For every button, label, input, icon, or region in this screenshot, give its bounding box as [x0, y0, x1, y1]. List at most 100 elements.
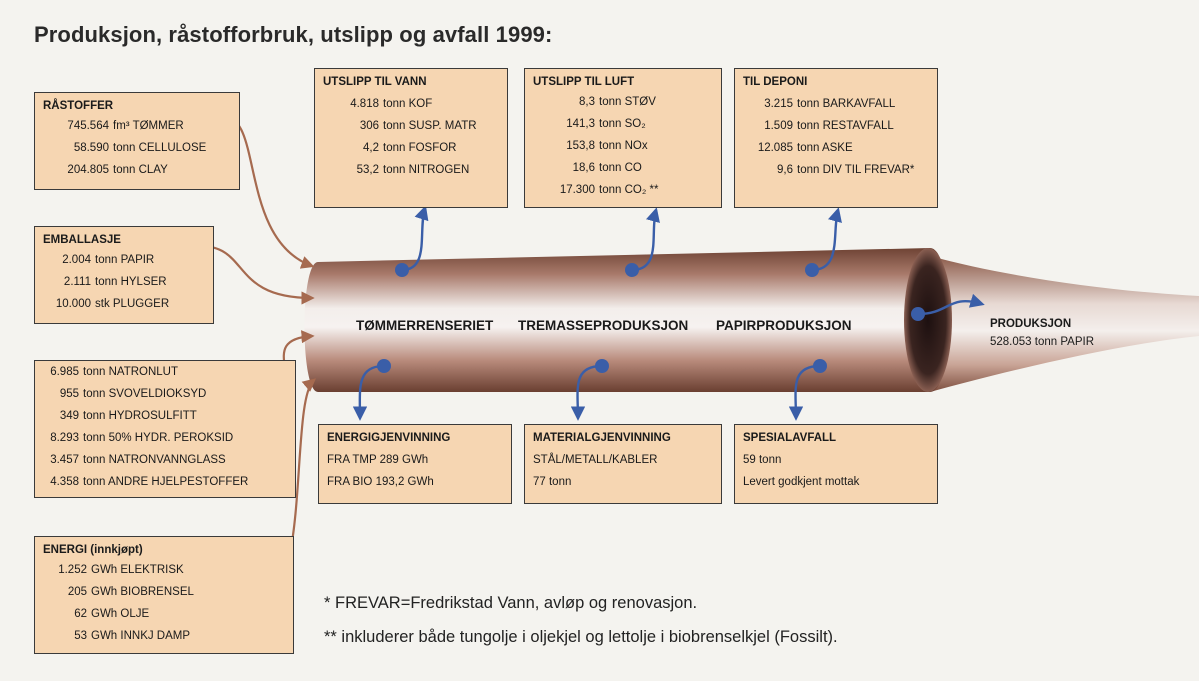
row-value: 349 [59, 410, 79, 422]
list-item: 1.252 GWh ELEKTRISK [35, 559, 289, 581]
row-label: GWh ELEKTRISK [91, 564, 184, 576]
output-dot-energigjenvinning [377, 359, 391, 373]
row-value: 2.004 [62, 254, 91, 266]
list-item: 955 tonn SVOVELDIOKSYD [35, 383, 291, 405]
row-label: tonn NATRONLUT [83, 366, 179, 378]
row-label: tonn CLAY [113, 164, 168, 176]
box-utslipp-vann: UTSLIPP TIL VANN 4.818 tonn KOF 306 tonn… [314, 68, 508, 208]
list-item: STÅL/METALL/KABLER [533, 454, 658, 466]
row-value: 8,3 [579, 96, 595, 108]
row-label: tonn HYDROSULFITT [83, 410, 197, 422]
list-item: 153,8 tonn NOx [525, 135, 719, 157]
row-value: 141,3 [566, 118, 595, 130]
list-item: 3.457 tonn NATRONVANNGLASS [35, 449, 291, 471]
list-item: 349 tonn HYDROSULFITT [35, 405, 291, 427]
row-value: 53,2 [356, 164, 379, 176]
row-value: 745.564 [67, 120, 109, 132]
row-value: 17.300 [559, 184, 595, 196]
box-energi: ENERGI (innkjøpt) 1.252 GWh ELEKTRISK 20… [34, 536, 294, 654]
row-label: tonn CO₂ ** [599, 184, 659, 196]
list-item: 205 GWh BIOBRENSEL [35, 581, 289, 603]
box-spesialavfall-header: SPESIALAVFALL [743, 432, 837, 444]
row-label: GWh OLJE [91, 608, 150, 620]
box-materialgjenvinning-header: MATERIALGJENVINNING [533, 432, 671, 444]
list-item: 18,6 tonn CO [525, 157, 719, 179]
row-label: GWh INNKJ DAMP [91, 630, 191, 642]
list-item: FRA BIO 193,2 GWh [327, 476, 434, 488]
row-label: tonn SO₂ [599, 118, 646, 130]
box-materialgjenvinning: MATERIALGJENVINNING STÅL/METALL/KABLER 7… [524, 424, 722, 504]
output-dot-luft [625, 263, 639, 277]
row-value: 4,2 [363, 142, 379, 154]
row-value: 3.215 [764, 98, 793, 110]
row-value: 4.818 [350, 98, 379, 110]
pipe-stage-label: TREMASSEPRODUKSJON [518, 318, 689, 333]
row-label: tonn NITROGEN [383, 164, 470, 176]
row-value: 306 [359, 120, 379, 132]
list-item: 306 tonn SUSP. MATR [315, 115, 505, 137]
row-label: tonn FOSFOR [383, 142, 457, 154]
pipe-end-opening [904, 248, 952, 392]
list-item: 53,2 tonn NITROGEN [315, 159, 505, 181]
output-dot-produksjon [911, 307, 925, 321]
row-value: 1.252 [58, 564, 87, 576]
row-label: tonn ANDRE HJELPESTOFFER [83, 476, 249, 488]
box-emballasje-header: EMBALLASJE [43, 234, 121, 246]
output-dot-spesialavfall [813, 359, 827, 373]
output-arrow-produksjon [917, 293, 985, 316]
row-value: 1.509 [764, 120, 793, 132]
row-label: tonn RESTAVFALL [797, 120, 894, 132]
list-item: 8,3 tonn STØV [525, 91, 719, 113]
row-label: tonn NOx [599, 140, 648, 152]
list-item: 2.111 tonn HYLSER [35, 271, 211, 293]
list-item: 6.985 tonn NATRONLUT [35, 361, 291, 383]
box-raastoffer: RÅSTOFFER 745.564 fm³ TØMMER 58.590 tonn… [34, 92, 240, 190]
output-arrow-vann [401, 205, 429, 272]
row-label: tonn SVOVELDIOKSYD [83, 388, 207, 400]
list-item: 10.000 stk PLUGGER [35, 293, 211, 315]
row-value: 204.805 [67, 164, 109, 176]
output-dot-vann [395, 263, 409, 277]
list-item: 141,3 tonn SO₂ [525, 113, 719, 135]
row-label: tonn CELLULOSE [113, 142, 207, 154]
list-item: 2.004 tonn PAPIR [35, 249, 211, 271]
row-label: tonn ASKE [797, 142, 853, 154]
row-label: tonn BARKAVFALL [797, 98, 896, 110]
row-value: 58.590 [73, 142, 109, 154]
process-pipe [304, 248, 949, 392]
pipe-stage-label: TØMMERRENSERIET [356, 318, 494, 333]
list-item: 12.085 tonn ASKE [735, 137, 935, 159]
list-item: 58.590 tonn CELLULOSE [35, 137, 235, 159]
row-value: 2.111 [63, 276, 91, 288]
list-item: 3.215 tonn BARKAVFALL [735, 93, 935, 115]
output-dot-deponi [805, 263, 819, 277]
list-item: 204.805 tonn CLAY [35, 159, 235, 181]
row-value: 12.085 [757, 142, 793, 154]
output-arrow-luft [631, 207, 660, 272]
row-value: 6.985 [50, 366, 79, 378]
output-arrow-materialgjenvinning [570, 364, 603, 421]
pipe-stage-label: PAPIRPRODUKSJON [716, 318, 852, 333]
produksjon-header: PRODUKSJON [990, 318, 1072, 330]
row-value: 955 [59, 388, 79, 400]
row-value: 10.000 [55, 298, 91, 310]
box-energigjenvinning-header: ENERGIGJENVINNING [327, 432, 451, 444]
list-item: 4,2 tonn FOSFOR [315, 137, 505, 159]
row-value: 205 [67, 586, 87, 598]
row-label: stk PLUGGER [95, 298, 170, 310]
row-label: tonn CO [599, 162, 642, 174]
list-item: 8.293 tonn 50% HYDR. PEROKSID [35, 427, 291, 449]
row-value: 9,6 [777, 164, 793, 176]
list-item: 17.300 tonn CO₂ ** [525, 179, 719, 201]
list-item: Levert godkjent mottak [743, 476, 860, 488]
output-arrow-spesialavfall [788, 364, 821, 421]
list-item: 745.564 fm³ TØMMER [35, 115, 235, 137]
list-item: 77 tonn [533, 476, 572, 488]
row-value: 153,8 [566, 140, 595, 152]
row-value: 53 [74, 630, 87, 642]
box-raastoffer-header: RÅSTOFFER [43, 100, 114, 112]
row-label: tonn KOF [383, 98, 433, 110]
row-label: tonn STØV [599, 96, 656, 108]
row-label: fm³ TØMMER [113, 120, 184, 132]
